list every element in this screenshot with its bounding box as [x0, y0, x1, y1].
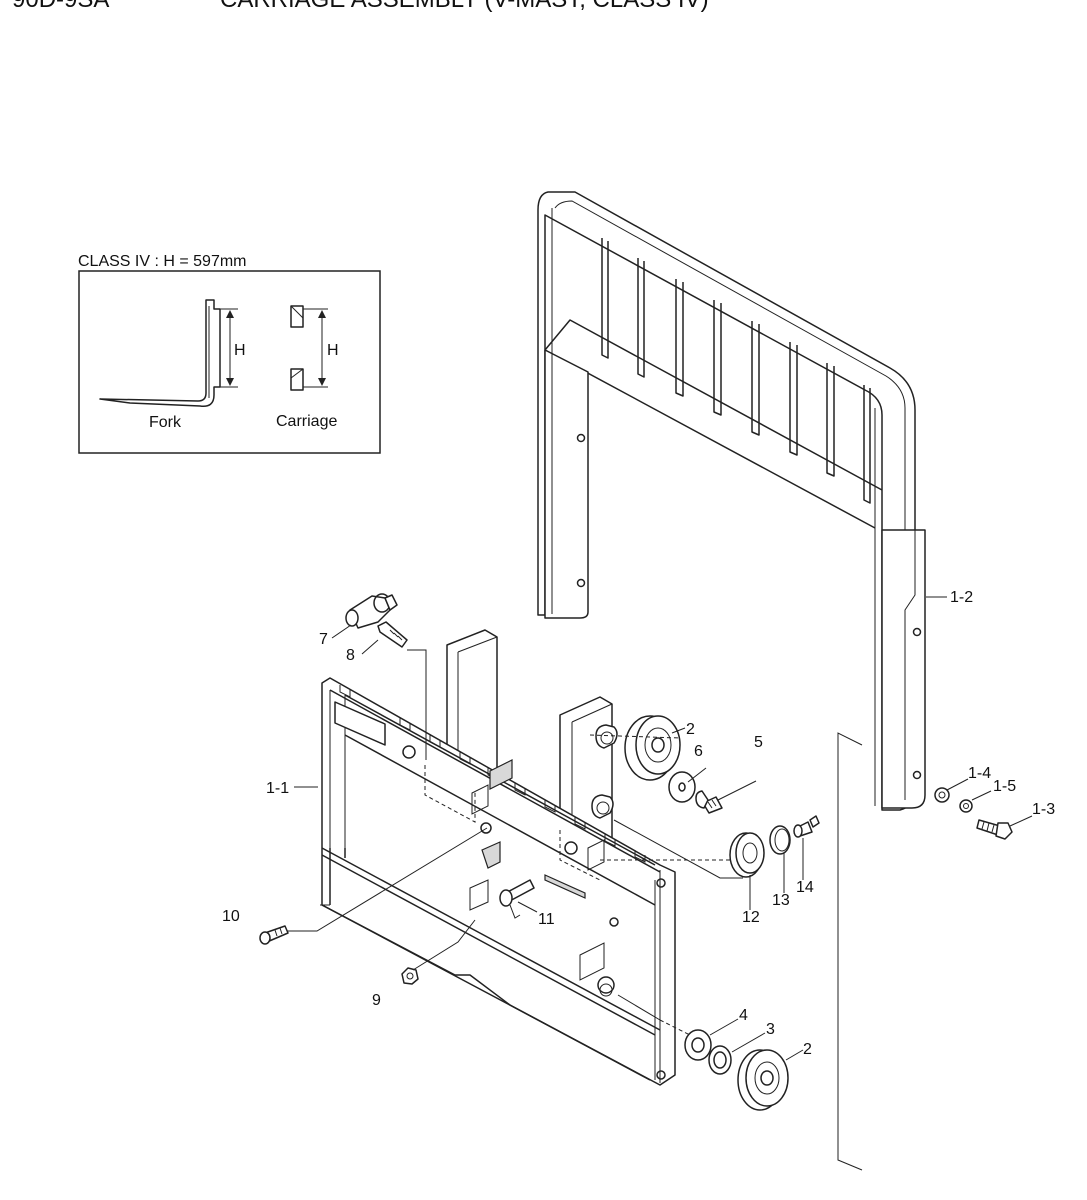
part-14-grease-nipple: [793, 815, 820, 838]
fork-profile-drawing: H Fork: [99, 299, 246, 431]
part-1-4-washer: [934, 787, 950, 803]
part-2-upper-roller: [624, 715, 681, 781]
part-1-5-lockwasher: [959, 799, 973, 813]
callout-1-4: 1-4: [968, 765, 991, 782]
callout-5: 5: [754, 734, 763, 751]
callout-9: 9: [372, 992, 381, 1009]
callout-2-lower: 2: [803, 1041, 812, 1058]
carriage-label: Carriage: [276, 413, 337, 430]
part-2-lower-roller: [737, 1049, 789, 1111]
load-backrest-part: [537, 191, 926, 811]
callout-4: 4: [739, 1007, 748, 1024]
part-13-snap-ring: [769, 825, 791, 855]
callout-8: 8: [346, 647, 355, 664]
callout-7: 7: [319, 631, 328, 648]
callout-6: 6: [694, 743, 703, 760]
fork-label: Fork: [149, 414, 182, 431]
class-detail-inset: CLASS IV : H = 597mm H Fork H Carr: [78, 253, 381, 454]
callout-2-upper: 2: [686, 721, 695, 738]
carriage-part: [320, 629, 676, 1086]
inset-title: CLASS IV : H = 597mm: [78, 253, 247, 270]
carriage-dimension-h: H: [327, 342, 339, 359]
sheet-title: CARRIAGE ASSEMBLY (V-MAST, CLASS IV): [220, 0, 709, 14]
callout-1-1: 1-1: [266, 780, 289, 797]
callout-1-5: 1-5: [993, 778, 1016, 795]
part-4-shim: [684, 1029, 712, 1061]
part-10-bolt: [259, 925, 289, 945]
part-9-nut: [401, 967, 419, 985]
part-7-bolt: [345, 593, 398, 629]
leader-lines: [287, 596, 1033, 1171]
part-12-bearing: [729, 832, 765, 878]
callout-1-3: 1-3: [1032, 801, 1055, 818]
fork-dimension-h: H: [234, 342, 246, 359]
carriage-profile-drawing: H Carriage: [276, 305, 339, 430]
callout-labels: 7 8 1-1 1-2 10 9 11 2 6 5 12 13 14 4 3 2…: [222, 589, 1055, 1058]
part-6-washer: [668, 771, 696, 803]
part-5-bolt: [695, 790, 723, 814]
part-8-screw: [377, 621, 408, 648]
callout-10: 10: [222, 908, 240, 925]
callout-12: 12: [742, 909, 760, 926]
part-1-3-bolt: [976, 819, 1013, 840]
callout-1-2: 1-2: [950, 589, 973, 606]
model-code: 90D-9SA: [12, 0, 109, 14]
part-3-shim: [708, 1045, 732, 1075]
callout-3: 3: [766, 1021, 775, 1038]
callout-13: 13: [772, 892, 790, 909]
callout-11: 11: [538, 911, 555, 928]
callout-14: 14: [796, 879, 814, 896]
